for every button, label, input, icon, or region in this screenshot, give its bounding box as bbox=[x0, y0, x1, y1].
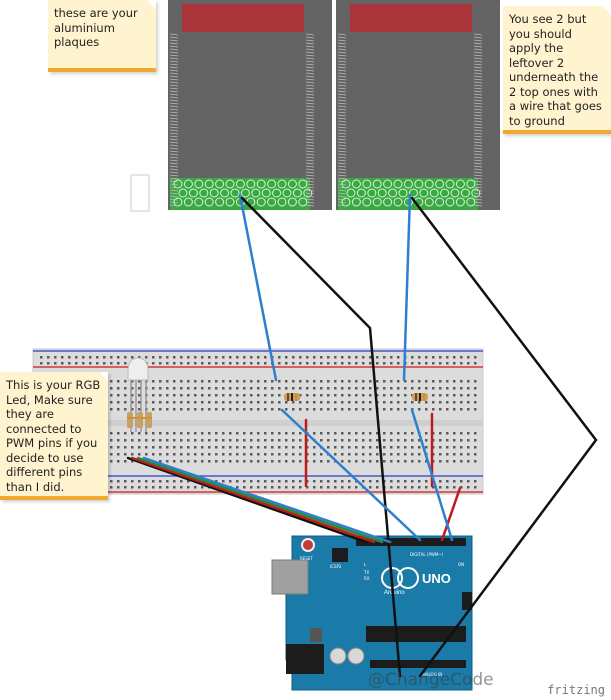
note-rgb-text: This is your RGB Led, Make sure they are… bbox=[6, 378, 101, 494]
icsp-label: ICSP2 bbox=[330, 564, 342, 569]
small-white-tag bbox=[130, 174, 150, 212]
note-bar bbox=[48, 68, 156, 72]
atmega-chip bbox=[366, 626, 466, 642]
wire-black-plaque1 bbox=[240, 196, 402, 678]
reset-label: RESET bbox=[300, 556, 313, 561]
wire-blue-plaque1 bbox=[238, 193, 278, 382]
wire-led-red bbox=[130, 456, 376, 544]
rx-label: RX bbox=[364, 576, 370, 581]
arduino-brand-text: Arduino bbox=[384, 590, 405, 596]
resistor-2 bbox=[412, 393, 428, 401]
watermark: @ChangeCode bbox=[368, 670, 494, 690]
analog-label: ANALOG IN bbox=[420, 672, 442, 677]
icsp-header bbox=[332, 548, 348, 562]
analog-header bbox=[370, 660, 466, 668]
digital-header bbox=[356, 538, 466, 546]
aluminium-plaque-2 bbox=[336, 0, 500, 210]
digital-label: DIGITAL (PWM~) bbox=[410, 552, 444, 557]
note-plaques: these are your aluminium plaques bbox=[48, 0, 156, 72]
arduino-uno-board: UNO Arduino RESET ICSP2 DIGITAL (PWM~) A… bbox=[271, 535, 473, 691]
wire-led-blue bbox=[142, 456, 392, 544]
note-second: You see 2 but you should apply the lefto… bbox=[503, 6, 611, 134]
tx-label: TX bbox=[363, 570, 369, 575]
wire-blue-res2-to-arduino bbox=[410, 408, 454, 542]
note-rgb: This is your RGB Led, Make sure they are… bbox=[0, 372, 108, 500]
aluminium-plaque-1 bbox=[168, 0, 332, 210]
note-second-text: You see 2 but you should apply the lefto… bbox=[509, 12, 602, 128]
note-fold bbox=[602, 6, 611, 15]
usb-port bbox=[271, 559, 309, 595]
reset-button bbox=[301, 538, 315, 552]
on-label: ON bbox=[458, 562, 464, 567]
wire-blue-res1-to-arduino bbox=[280, 408, 422, 542]
note-plaques-text: these are your aluminium plaques bbox=[54, 6, 138, 49]
rgb-led bbox=[127, 357, 152, 432]
wire-led-black bbox=[126, 456, 368, 544]
fritzing-credit: fritzing bbox=[547, 683, 605, 697]
wire-led-green bbox=[136, 456, 384, 544]
note-bar bbox=[0, 496, 108, 500]
l-label: L bbox=[364, 562, 367, 567]
plaque-edge-ridges bbox=[169, 33, 483, 207]
arduino-logo-text: UNO bbox=[422, 571, 451, 586]
wire-black-plaque2 bbox=[410, 196, 598, 678]
note-bar bbox=[503, 130, 611, 134]
resistor-1 bbox=[284, 393, 300, 401]
wire-red-to-arduino bbox=[440, 486, 462, 542]
power-jack bbox=[286, 644, 324, 674]
wire-blue-plaque2 bbox=[402, 193, 412, 382]
breadboard bbox=[32, 348, 484, 495]
note-fold bbox=[147, 0, 156, 9]
note-fold bbox=[99, 372, 108, 381]
